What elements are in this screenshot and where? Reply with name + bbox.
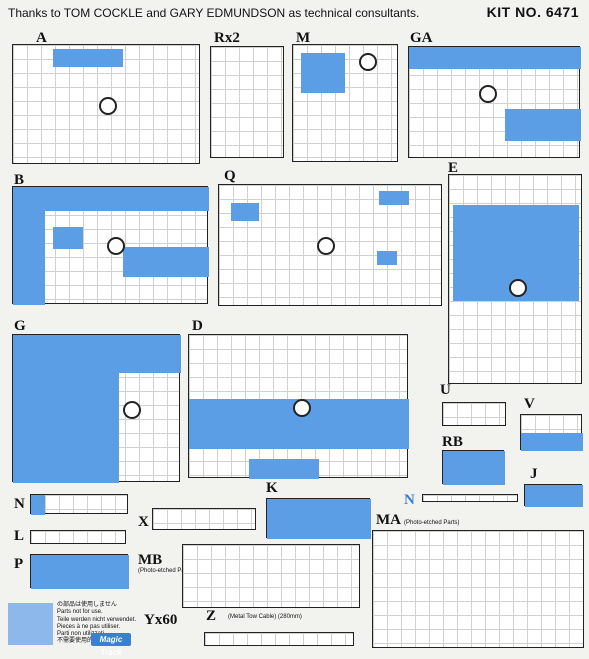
sprue-label-u: U — [440, 382, 451, 398]
unused-parts-highlight — [377, 251, 397, 265]
sprue-l — [30, 530, 126, 544]
legend-line: Pieces à ne pas utiliser. — [57, 623, 121, 630]
sprue-m — [292, 44, 398, 162]
sprue-label-a: A — [36, 30, 47, 46]
unused-parts-highlight — [521, 433, 583, 451]
sprue-label-q: Q — [224, 168, 236, 184]
sprue-label-x: X — [138, 514, 149, 530]
legend-line: Parti non utilizzati. — [57, 631, 106, 638]
sprue-label-n-blue: N — [404, 492, 415, 508]
unused-parts-highlight — [13, 373, 119, 483]
mb-note: (Photo-etched Parts) — [138, 568, 194, 574]
sprue-u — [442, 402, 506, 426]
unused-parts-highlight — [13, 187, 209, 211]
unused-parts-highlight — [443, 451, 505, 485]
legend-line: Parts not for use. — [57, 609, 103, 616]
sprue-label-b: B — [14, 172, 25, 188]
sprue-rb — [442, 450, 505, 485]
unused-parts-highlight — [231, 203, 259, 221]
z-note: (Metal Tow Cable) (280mm) — [228, 614, 302, 620]
sprue-q — [218, 184, 442, 306]
sprue-label-g: G — [14, 318, 26, 334]
credits-line: Thanks to TOM COCKLE and GARY EDMUNDSON … — [8, 6, 420, 20]
sprue-gate — [123, 401, 141, 419]
unused-parts-highlight — [301, 53, 345, 93]
sprue-ma — [372, 530, 584, 648]
sprue-label-rx2: Rx2 — [214, 30, 240, 46]
sprue-label-mb: MB — [138, 552, 163, 568]
kit-number: KIT NO. 6471 — [486, 4, 579, 20]
sprue-ga — [408, 46, 581, 158]
sprue-d — [188, 334, 409, 479]
sprue-k — [266, 498, 371, 539]
sprue-gate — [479, 85, 497, 103]
sprue-v — [520, 414, 583, 451]
sprue-j — [524, 484, 583, 507]
sprue-label-n: N — [14, 496, 25, 512]
unused-parts-highlight — [249, 459, 319, 479]
unused-parts-highlight — [379, 191, 409, 205]
legend-line: の部品は使用しません — [57, 602, 117, 608]
sprue-n — [30, 494, 128, 515]
sprue-gate — [317, 237, 335, 255]
sprue-label-z: Z — [206, 608, 217, 624]
sprue-x — [152, 508, 256, 530]
sprue-e — [448, 174, 582, 384]
sprue-mb — [182, 544, 360, 608]
unused-parts-legend-swatch — [8, 603, 53, 645]
sprue-b — [12, 186, 209, 305]
sprue-g — [12, 334, 181, 483]
sprue-label-v: V — [524, 396, 535, 412]
legend-line: 不需要使用的部件 — [57, 638, 106, 645]
sprue-label-yx60: Yx60 — [144, 612, 178, 628]
sprue-label-p: P — [14, 556, 24, 572]
unused-parts-highlight — [13, 335, 181, 373]
sprue-gate — [509, 279, 527, 297]
unused-parts-highlight — [267, 499, 371, 539]
unused-parts-highlight — [53, 49, 123, 67]
unused-parts-highlight — [31, 495, 45, 515]
unused-parts-highlight — [31, 555, 129, 589]
sprue-gate — [293, 399, 311, 417]
unused-parts-highlight — [505, 109, 581, 141]
sprue-n-blue — [422, 494, 518, 502]
sprue-label-e: E — [448, 160, 459, 176]
sprue-label-j: J — [530, 466, 538, 482]
sprue-gate — [107, 237, 125, 255]
sprue-a — [12, 44, 200, 164]
sprue-label-ma: MA — [376, 512, 401, 528]
unused-parts-highlight — [123, 247, 209, 277]
sprue-label-m: M — [296, 30, 311, 46]
legend-line: Teile werden nicht verwendet. — [57, 616, 137, 623]
unused-parts-highlight — [53, 227, 83, 249]
sprue-p — [30, 554, 129, 589]
sprue-label-k: K — [266, 480, 278, 496]
ma-note: (Photo-etched Parts) — [404, 520, 460, 526]
sprue-label-ga: GA — [410, 30, 433, 46]
sprue-z-tracks — [204, 632, 354, 646]
sprue-gate — [359, 53, 377, 71]
sprue-label-l: L — [14, 528, 25, 544]
unused-parts-legend: の部品は使用しません Parts not for use. Teile werd… — [57, 602, 136, 646]
unused-parts-highlight — [13, 211, 45, 305]
sprue-rx2 — [210, 46, 284, 158]
sprue-gate — [99, 97, 117, 115]
magic-track-logo: Magic Track — [91, 633, 131, 657]
unused-parts-highlight — [525, 485, 583, 507]
sprue-label-rb: RB — [442, 434, 463, 450]
unused-parts-highlight — [409, 47, 581, 69]
sprue-label-d: D — [192, 318, 203, 334]
